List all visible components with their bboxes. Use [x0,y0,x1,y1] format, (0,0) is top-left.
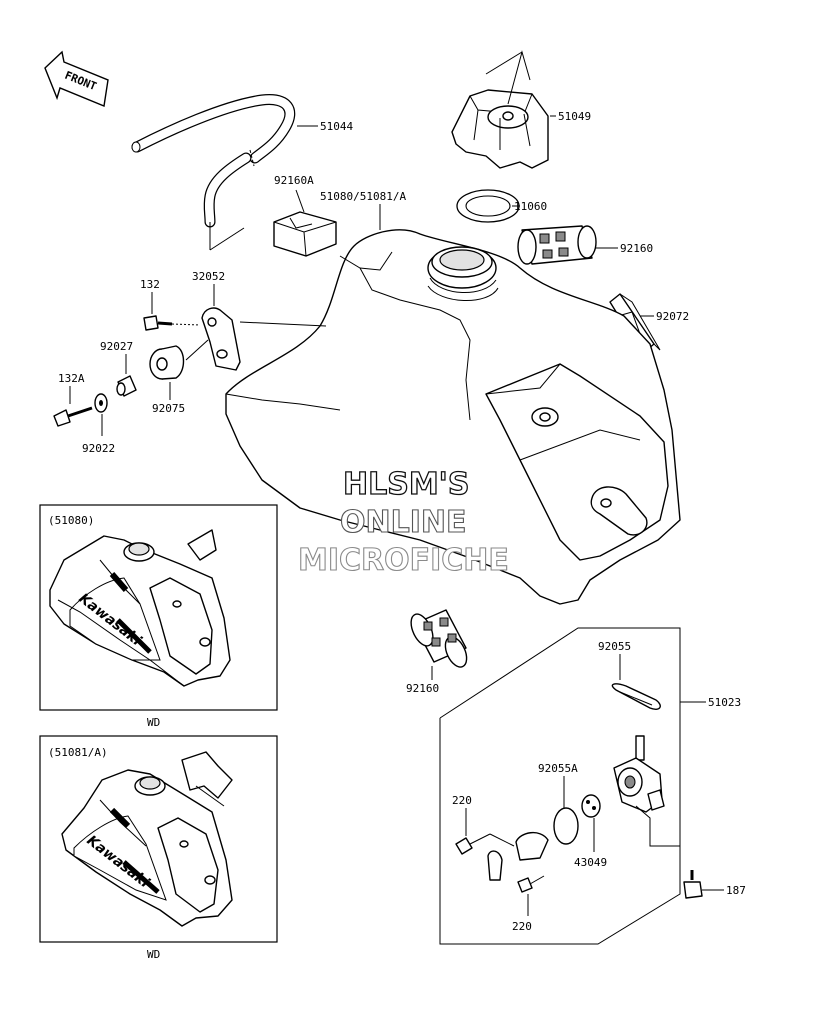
label-132A: 132A [58,372,85,385]
label-92160-bottom: 92160 [406,682,439,695]
screw-220-b [517,875,545,893]
fuel-cap [451,50,549,169]
label-92075: 92075 [152,402,185,415]
bolt-187 [683,870,703,899]
inset-1-code: (51080) [48,514,94,527]
label-92055: 92055 [598,640,631,653]
inset-51080: (51080) Kawasaki [39,504,278,711]
label-220-b: 220 [512,920,532,933]
fuel-cock-box [439,627,681,945]
watermark-line1: HLSM'S [343,467,469,502]
label-11060: 11060 [514,200,547,213]
label-92160A: 92160A [274,174,314,187]
fuel-tank [225,229,681,605]
label-32052: 32052 [192,270,225,283]
label-51080-51081A: 51080/51081/A [320,190,406,203]
label-92027: 92027 [100,340,133,353]
label-92022: 92022 [82,442,115,455]
washer-92022 [94,393,108,413]
bracket [201,307,241,371]
damper-top [517,225,597,265]
filter-screen [611,683,661,710]
label-51044: 51044 [320,120,353,133]
grommet-92075 [149,339,209,380]
label-43049: 43049 [574,856,607,869]
inset-2-code: (51081/A) [48,746,108,759]
watermark-line3: MICROFICHE [298,543,509,578]
cover-block [273,189,337,257]
vent-hose [131,94,296,251]
lever-plate [487,832,549,881]
screw-220-a [455,833,491,855]
label-92072: 92072 [656,310,689,323]
label-92055A: 92055A [538,762,578,775]
label-51023: 51023 [708,696,741,709]
damper-bottom [410,609,468,668]
bolt-132 [143,315,201,331]
fuel-cock [613,735,680,847]
front-arrow-icon: FRONT [44,50,109,107]
label-132: 132 [140,278,160,291]
gasket [456,189,520,223]
watermark-line2: ONLINE [340,505,467,540]
collar-92027 [116,375,137,397]
o-ring [553,807,579,845]
inset-1-caption: WD [147,716,160,729]
label-51049: 51049 [558,110,591,123]
bolt-132A [53,406,93,427]
label-220-a: 220 [452,794,472,807]
inset-51081A: (51081/A) Kawasaki [39,735,278,943]
gasket-43049 [581,794,601,818]
inset-2-caption: WD [147,948,160,961]
label-92160-top: 92160 [620,242,653,255]
label-187: 187 [726,884,746,897]
